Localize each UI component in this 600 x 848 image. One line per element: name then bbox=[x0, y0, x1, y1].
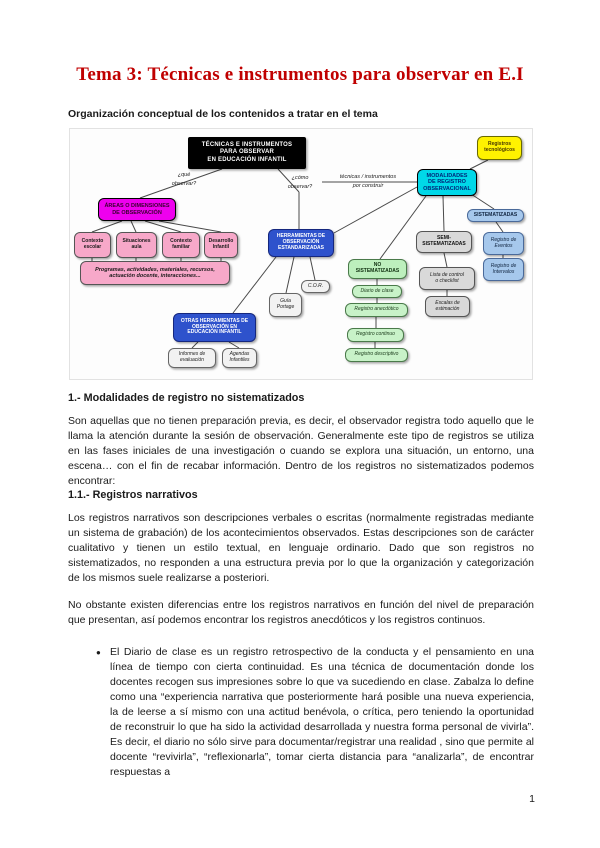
section-heading-1-1: 1.1.- Registros narrativos bbox=[68, 489, 198, 501]
areas-dimensiones-node: ÁREAS O DIMENSIONES DE OBSERVACIÓN bbox=[98, 198, 176, 221]
registros-tecnologicos-node: Registros tecnológicos bbox=[477, 136, 522, 160]
informes-evaluacion-node: Informes de evaluación bbox=[168, 348, 216, 368]
registro-continuo-node: Registro continuo bbox=[347, 328, 404, 342]
tecnicas-instrumentos-node: TÉCNICAS E INSTRUMENTOS PARA OBSERVAR EN… bbox=[188, 137, 306, 169]
registro-anecdotico-node: Registro anecdótico bbox=[345, 303, 408, 317]
cor-node: C.O.R. bbox=[301, 280, 330, 293]
escalas-de-estimacion-node: Escalas de estimación bbox=[425, 296, 470, 317]
paragraph-2: Los registros narrativos son descripcion… bbox=[68, 512, 534, 584]
page-number: 1 bbox=[529, 793, 535, 805]
diagram-caption: Organización conceptual de los contenido… bbox=[68, 108, 378, 120]
bullet-text: El Diario de clase es un registro retros… bbox=[110, 646, 534, 778]
otras-herramientas-node: OTRAS HERRAMIENTAS DE OBSERVACIÓN EN EDU… bbox=[173, 313, 256, 342]
como-observar-label: ¿cómo observar? bbox=[287, 175, 313, 190]
concept-map: TÉCNICAS E INSTRUMENTOS PARA OBSERVAR EN… bbox=[69, 128, 533, 380]
bullet-icon: ● bbox=[96, 648, 101, 657]
lista-de-control-node: Lista de control o checklist bbox=[419, 267, 475, 290]
herramientas-estandarizadas-node: HERRAMIENTAS DE OBSERVACIÓN ESTANDARIZAD… bbox=[268, 229, 334, 257]
no-sistematizadas-node: NO SISTEMATIZADAS bbox=[348, 259, 407, 279]
agendas-infantiles-node: Agendas Infantiles bbox=[222, 348, 257, 368]
programas-actividades-node: Programas, actividades, materiales, recu… bbox=[80, 261, 230, 285]
registro-de-eventos-node: Registro de Eventos bbox=[483, 232, 524, 255]
semi-sistematizadas-node: SEMI- SISTEMATIZADAS bbox=[416, 231, 472, 253]
que-observar-label: ¿qué observar? bbox=[171, 172, 197, 187]
registro-descriptivo-node: Registro descriptivo bbox=[345, 348, 408, 362]
modalidades-registro-node: MODALIDADES DE REGISTRO OBSERVACIONAL bbox=[417, 169, 477, 196]
desarrollo-infantil-node: Desarrollo Infantil bbox=[204, 232, 238, 258]
situaciones-aula-node: Situaciones aula bbox=[116, 232, 157, 258]
contexto-familiar-node: Contexto familiar bbox=[162, 232, 200, 258]
diario-de-clase-node: Diario de clase bbox=[352, 285, 402, 298]
paragraph-3: No obstante existen diferencias entre lo… bbox=[68, 599, 534, 626]
tecnicas-por-construir-label: técnicas / instrumentos por construir bbox=[339, 174, 397, 189]
paragraph-1: Son aquellas que no tienen preparación p… bbox=[68, 415, 534, 487]
registro-de-intervalos-node: Registro de Intervalos bbox=[483, 258, 524, 281]
connector-lines bbox=[91, 159, 504, 349]
page-title: Tema 3: Técnicas e instrumentos para obs… bbox=[76, 64, 524, 85]
bullet-item: ● El Diario de clase es un registro retr… bbox=[68, 645, 534, 780]
sistematizadas-node: SISTEMATIZADAS bbox=[467, 209, 524, 222]
contexto-escolar-node: Contexto escolar bbox=[74, 232, 111, 258]
guia-portage-node: Guía Portage bbox=[269, 293, 302, 317]
section-heading-1: 1.- Modalidades de registro no sistemati… bbox=[68, 392, 305, 404]
